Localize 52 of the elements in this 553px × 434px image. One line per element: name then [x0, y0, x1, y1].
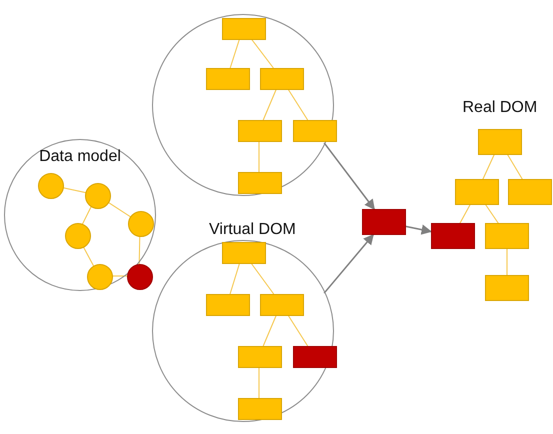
group-circle — [152, 14, 334, 196]
group-title: Real DOM — [462, 99, 538, 117]
tree-node — [260, 68, 304, 90]
model-node — [87, 264, 113, 290]
connector-line — [250, 262, 274, 294]
tree-node — [455, 179, 499, 205]
group-circle — [4, 139, 156, 291]
connector-line — [230, 38, 240, 68]
tree-node — [431, 223, 475, 249]
tree-node — [222, 18, 266, 40]
tree-node — [478, 129, 522, 155]
connector-line — [82, 244, 94, 266]
connector-line — [286, 314, 308, 346]
tree-node — [293, 120, 337, 142]
tree-node — [260, 294, 304, 316]
connector-line — [262, 88, 278, 120]
arrow — [324, 142, 376, 210]
tree-node — [206, 68, 250, 90]
tree-node — [238, 120, 282, 142]
group-title: Data model — [38, 148, 122, 166]
tree-node — [206, 294, 250, 316]
connector-line — [258, 140, 260, 172]
connector-line — [506, 248, 508, 276]
model-node — [127, 264, 153, 290]
connector-line — [482, 154, 495, 180]
connector-line — [262, 314, 278, 346]
model-node — [85, 183, 111, 209]
connector-line — [82, 204, 92, 226]
arrow — [404, 224, 432, 235]
model-node — [38, 173, 64, 199]
tree-node — [293, 346, 337, 368]
tree-node — [238, 172, 282, 194]
tree-node — [238, 398, 282, 420]
connector-line — [484, 204, 500, 224]
connector-line — [459, 204, 471, 224]
tree-node — [238, 346, 282, 368]
connector-line — [230, 262, 240, 294]
connector-line — [258, 366, 260, 398]
model-node — [65, 223, 91, 249]
group-title: Virtual DOM — [209, 221, 296, 239]
model-node — [128, 211, 154, 237]
tree-node — [362, 209, 406, 235]
arrow — [324, 234, 374, 294]
connector-line — [250, 38, 274, 68]
tree-node — [508, 179, 552, 205]
tree-node — [485, 275, 529, 301]
tree-node — [222, 242, 266, 264]
tree-node — [485, 223, 529, 249]
connector-line — [506, 154, 524, 180]
connector-line — [138, 234, 140, 265]
connector-line — [286, 88, 308, 120]
connector-line — [106, 200, 131, 218]
